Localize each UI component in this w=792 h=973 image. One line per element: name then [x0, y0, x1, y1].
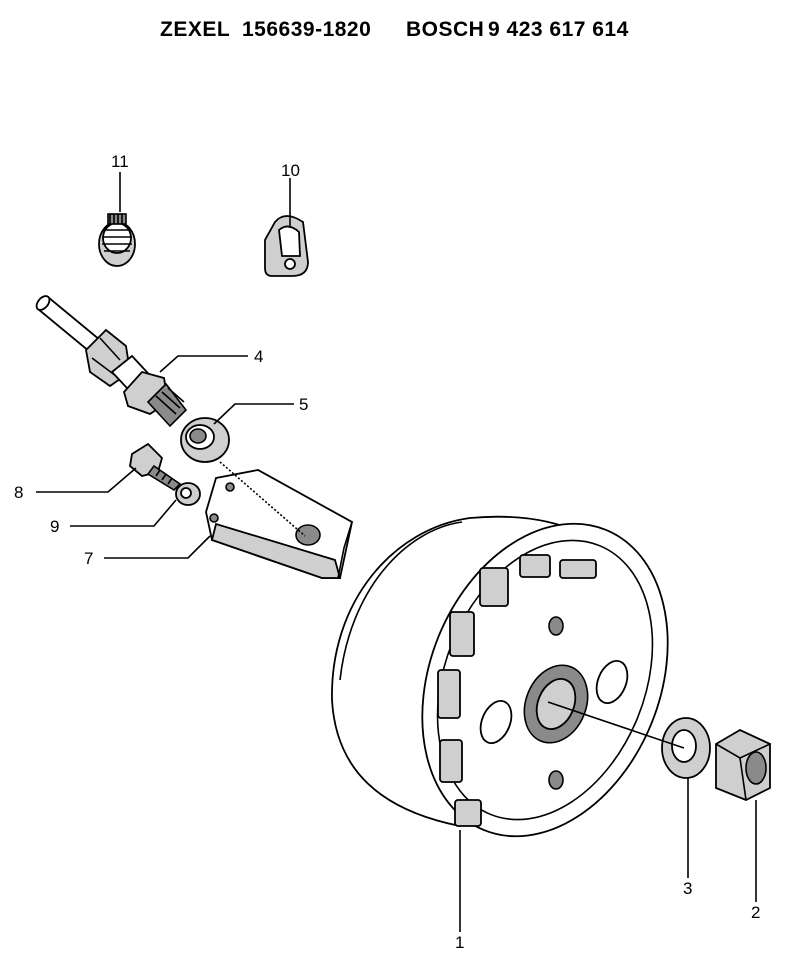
- part-5-washer[interactable]: [180, 417, 230, 463]
- callout-2: 2: [751, 903, 760, 922]
- drawing-header: ZEXEL 156639-1820 BOSCH 9 423 617 614: [0, 18, 792, 48]
- part-9-small-washer[interactable]: [175, 482, 201, 506]
- part-number-bosch: 9 423 617 614: [488, 18, 629, 41]
- callout-3: 3: [683, 879, 692, 898]
- part-7-bracket[interactable]: [205, 469, 354, 579]
- callout-10: 10: [281, 161, 300, 180]
- part-2-hex-nut[interactable]: [715, 728, 771, 801]
- part-11-hose-clamp[interactable]: [98, 213, 136, 267]
- part-10-p-clip[interactable]: [264, 215, 309, 277]
- callout-5: 5: [299, 395, 308, 414]
- callout-9: 9: [50, 517, 59, 536]
- callout-1: 1: [455, 933, 464, 952]
- part-1-main-housing[interactable]: [331, 487, 712, 874]
- part-8-bolt[interactable]: [129, 442, 182, 492]
- brand-zexel: ZEXEL: [160, 18, 231, 41]
- part-number-zexel: 156639-1820: [242, 18, 372, 41]
- callout-11: 11: [111, 152, 129, 171]
- part-4-pipe-fitting[interactable]: [34, 294, 188, 428]
- callout-8: 8: [14, 483, 23, 502]
- callout-7: 7: [84, 549, 93, 568]
- brand-bosch: BOSCH: [406, 18, 485, 41]
- part-3-spring-washer[interactable]: [661, 717, 711, 779]
- callout-4: 4: [254, 347, 263, 366]
